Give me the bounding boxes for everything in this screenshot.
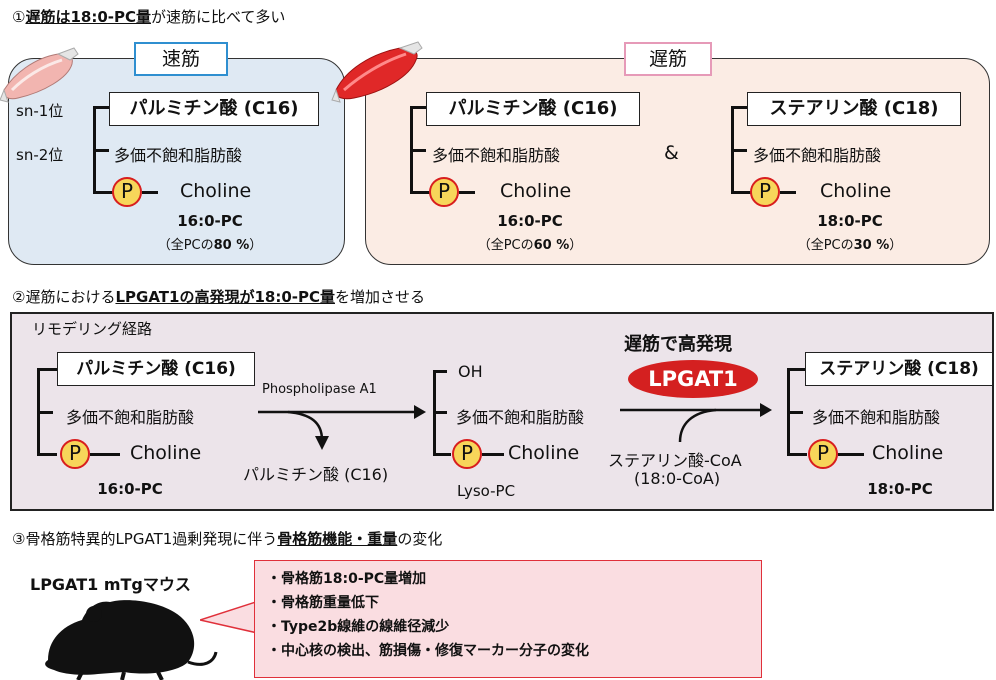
phenotype-item: ・中心核の検出、筋損傷・修復マーカー分子の変化 (267, 643, 589, 659)
phenotype-item: ・骨格筋重量低下 (267, 595, 379, 611)
stearoyl-coa-abbr: (18:0-CoA) (634, 469, 721, 488)
choline-label: Choline (820, 180, 892, 202)
phosphate-icon: P (452, 439, 482, 469)
phosphate-icon: P (60, 439, 90, 469)
pufa-label: 多価不飽和脂肪酸 (432, 146, 561, 165)
mouse-icon (45, 600, 218, 680)
section2-heading: ②遅筋におけるLPGAT1の高発現が18:0-PC量を増加させる (12, 288, 425, 306)
pufa-label: 多価不飽和脂肪酸 (456, 408, 585, 427)
enzyme-label: Phospholipase A1 (262, 382, 377, 397)
phosphate-icon: P (112, 177, 142, 207)
remodeling-panel (10, 312, 994, 511)
fatty-acid-box: パルミチン酸 (C16) (57, 352, 255, 386)
fast-muscle-tag: 速筋 (134, 42, 228, 76)
fast-muscle-icon (0, 47, 79, 103)
pufa-label: 多価不飽和脂肪酸 (114, 146, 243, 165)
slow-muscle-icon (331, 41, 423, 103)
ampersand: & (664, 142, 679, 164)
choline-label: Choline (130, 442, 202, 464)
acylation-arrow (620, 403, 772, 443)
pc-name: 16:0-PC (97, 480, 163, 498)
sn2-label: sn-2位 (16, 146, 64, 164)
pc-name: 16:0-PC (177, 212, 243, 230)
section1-heading: ①遅筋は18:0-PC量が速筋に比べて多い (12, 8, 286, 26)
section3-heading: ③骨格筋特異的LPGAT1過剰発現に伴う骨格筋機能・重量の変化 (12, 530, 443, 548)
mouse-label: LPGAT1 mTgマウス (30, 575, 191, 594)
phosphate-icon: P (750, 177, 780, 207)
phenotype-item: ・骨格筋18:0-PC量増加 (267, 571, 427, 587)
pufa-label: 多価不飽和脂肪酸 (66, 408, 195, 427)
fatty-acid-box: パルミチン酸 (C16) (426, 92, 640, 126)
stearoyl-coa-label: ステアリン酸-CoA (608, 451, 742, 470)
phenotype-box: ・骨格筋18:0-PC量増加 ・骨格筋重量低下 ・Type2b線維の線維径減少 … (254, 560, 762, 678)
choline-label: Choline (180, 180, 252, 202)
choline-label: Choline (500, 180, 572, 202)
route-label: リモデリング経路 (32, 320, 153, 338)
pc-percent: （全PCの60 %） (477, 238, 583, 253)
phenotype-item: ・Type2b線維の線維径減少 (267, 619, 450, 635)
pc-name: 16:0-PC (497, 212, 563, 230)
lyso-pc-label: Lyso-PC (457, 482, 516, 500)
sn1-label: sn-1位 (16, 102, 64, 120)
pc-name: 18:0-PC (867, 480, 933, 498)
pc-percent: （全PCの80 %） (157, 238, 263, 253)
fatty-acid-box: ステアリン酸 (C18) (747, 92, 961, 126)
pufa-label: 多価不飽和脂肪酸 (812, 408, 941, 427)
hydroxyl-label: OH (458, 362, 483, 381)
fatty-acid-box: パルミチン酸 (C16) (109, 92, 319, 126)
pc-percent: （全PCの30 %） (797, 238, 903, 253)
high-expression-label: 遅筋で高発現 (624, 334, 732, 355)
choline-label: Choline (872, 442, 944, 464)
hydrolysis-arrow (258, 405, 426, 450)
released-fa-label: パルミチン酸 (C16) (243, 465, 389, 484)
slow-muscle-tag: 遅筋 (624, 42, 712, 76)
phosphate-icon: P (429, 177, 459, 207)
phosphate-icon: P (808, 439, 838, 469)
pc-name: 18:0-PC (817, 212, 883, 230)
lpgat1-enzyme-badge: LPGAT1 (628, 360, 758, 398)
choline-label: Choline (508, 442, 580, 464)
pufa-label: 多価不飽和脂肪酸 (753, 146, 882, 165)
fatty-acid-box: ステアリン酸 (C18) (805, 352, 993, 386)
